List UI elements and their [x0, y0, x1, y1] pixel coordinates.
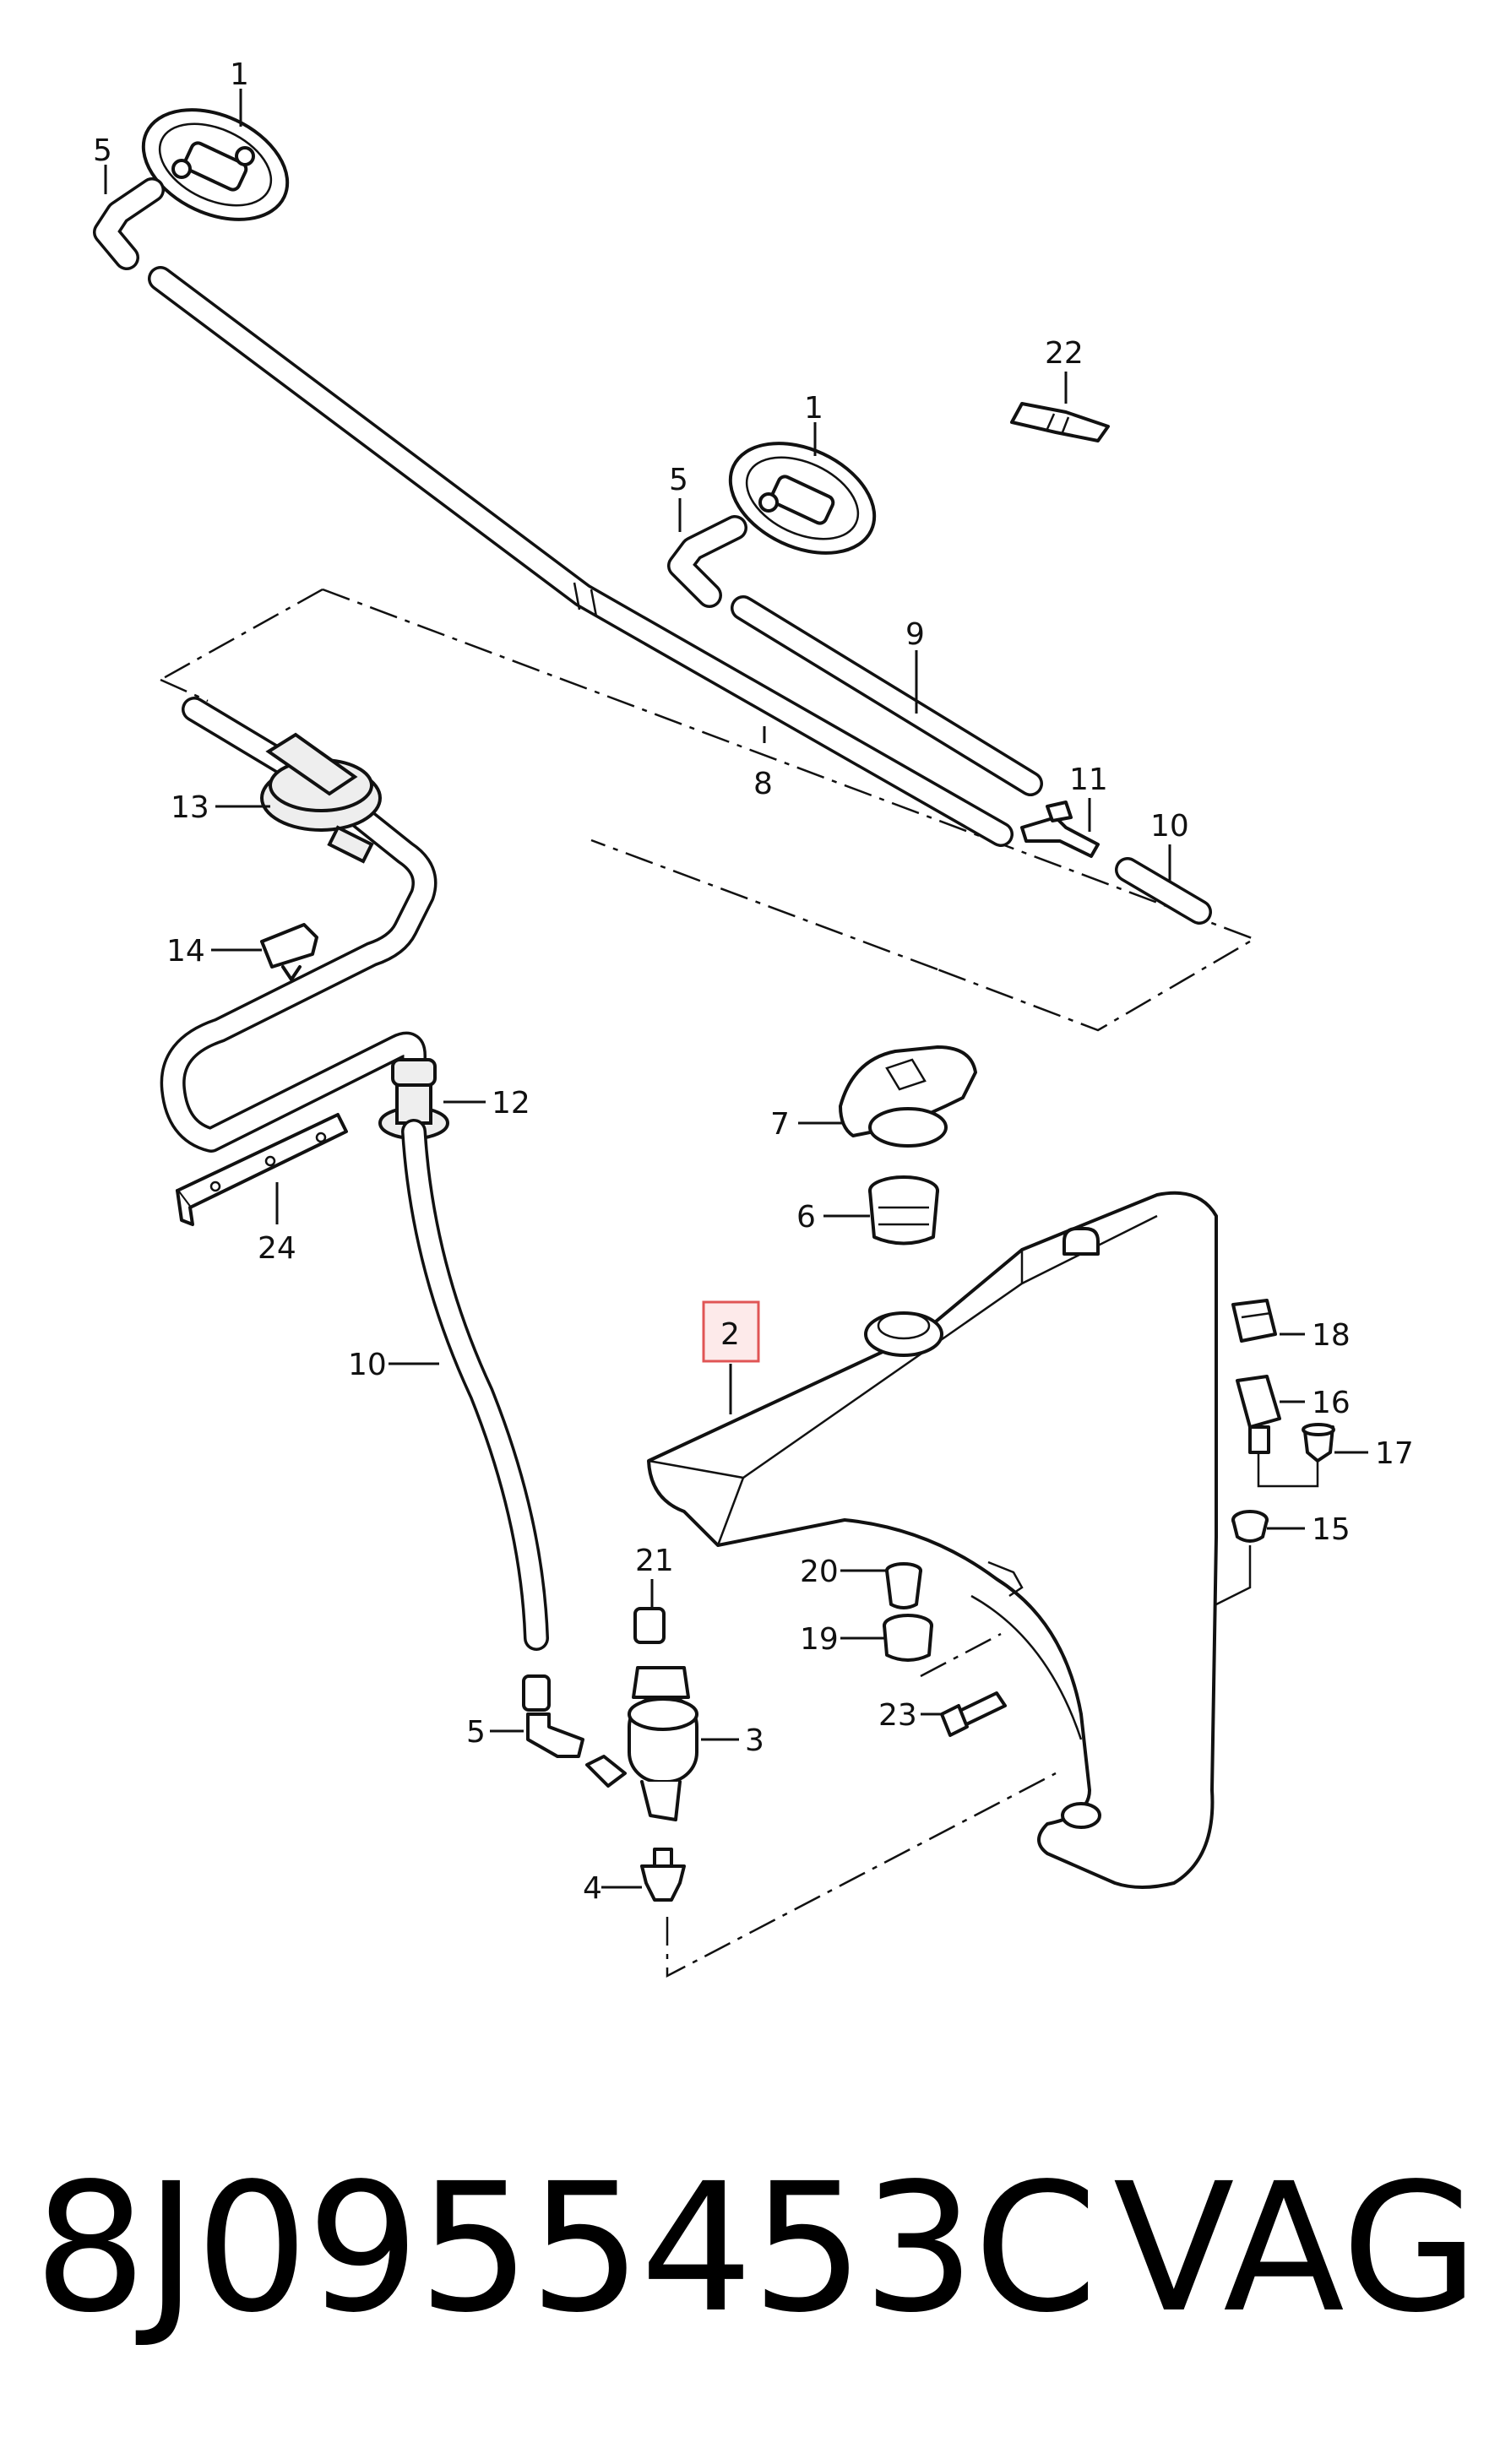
hose-10-left — [401, 1119, 549, 1651]
callout-5-top: 5 — [93, 133, 112, 168]
callout-20: 20 — [800, 1555, 839, 1589]
level-sensor-16 — [1236, 1375, 1281, 1454]
callout-16: 16 — [1312, 1386, 1351, 1420]
grommet-15 — [1231, 1452, 1319, 1543]
callout-15: 15 — [1312, 1512, 1351, 1547]
highlight-box-part-2 — [702, 1300, 760, 1363]
leader-lines — [104, 89, 1368, 1889]
callout-6: 6 — [796, 1200, 816, 1235]
callout-13: 13 — [171, 790, 209, 825]
plug-17 — [1302, 1423, 1335, 1463]
elbow-5-bottom — [522, 1674, 627, 1788]
callout-22: 22 — [1045, 336, 1084, 371]
clip-22 — [1010, 402, 1110, 442]
callout-17: 17 — [1375, 1436, 1414, 1471]
hose-10-right — [1115, 857, 1212, 925]
callout-7: 7 — [770, 1107, 790, 1142]
callout-10-left: 10 — [348, 1348, 387, 1382]
callout-4: 4 — [583, 1871, 602, 1906]
strainer-6 — [868, 1175, 939, 1246]
grommet-4 — [640, 1848, 686, 1902]
callout-3: 3 — [745, 1723, 764, 1758]
callout-24: 24 — [258, 1231, 296, 1266]
cap-7 — [839, 1045, 977, 1148]
grommet-13 — [260, 732, 382, 864]
callout-1-mid: 1 — [804, 391, 823, 426]
grommet-19 — [883, 1614, 933, 1662]
assembly-dash-lines — [666, 1632, 1057, 1978]
elbow-5-top — [93, 177, 165, 270]
callout-10-right: 10 — [1150, 809, 1189, 844]
hose-9 — [731, 595, 1043, 796]
callout-2: 2 — [720, 1317, 740, 1352]
callout-18: 18 — [1312, 1318, 1351, 1353]
callout-12: 12 — [492, 1086, 530, 1121]
callout-23: 23 — [878, 1698, 917, 1733]
nut-20 — [885, 1562, 922, 1609]
clip-14 — [260, 923, 318, 981]
callout-5-mid: 5 — [669, 463, 688, 497]
hose-left-routing — [160, 697, 438, 1153]
callout-5-bottom: 5 — [466, 1715, 486, 1750]
connector-18 — [1231, 1299, 1277, 1343]
callout-14: 14 — [166, 934, 205, 969]
washer-pump-3 — [628, 1607, 698, 1821]
nozzle-top — [141, 108, 290, 221]
hose-8 — [148, 266, 1014, 847]
caption: 8J0955453C VAG — [0, 2111, 1500, 2464]
bolt-23 — [940, 1691, 1007, 1737]
callout-21: 21 — [635, 1544, 674, 1578]
bracket-24 — [176, 1113, 348, 1226]
nozzle-mid — [728, 442, 877, 555]
part-number: 8J0955453C — [34, 2145, 1097, 2352]
brand-label: VAG — [1113, 2145, 1479, 2352]
callout-8: 8 — [753, 767, 773, 801]
parts-diagram: 1 5 22 1 5 9 8 11 10 13 14 12 24 7 6 2 1… — [93, 57, 1414, 1978]
hose-routing-frame — [160, 588, 1257, 1032]
callout-labels: 1 5 22 1 5 9 8 11 10 13 14 12 24 7 6 2 1… — [93, 57, 1414, 1906]
callout-19: 19 — [800, 1622, 839, 1657]
elbow-5-mid — [667, 515, 747, 608]
callout-11: 11 — [1069, 763, 1108, 797]
reservoir-2 — [647, 1191, 1252, 1889]
callout-1-top: 1 — [230, 57, 249, 92]
callout-9: 9 — [905, 617, 925, 652]
t-connector-11 — [1020, 801, 1100, 858]
